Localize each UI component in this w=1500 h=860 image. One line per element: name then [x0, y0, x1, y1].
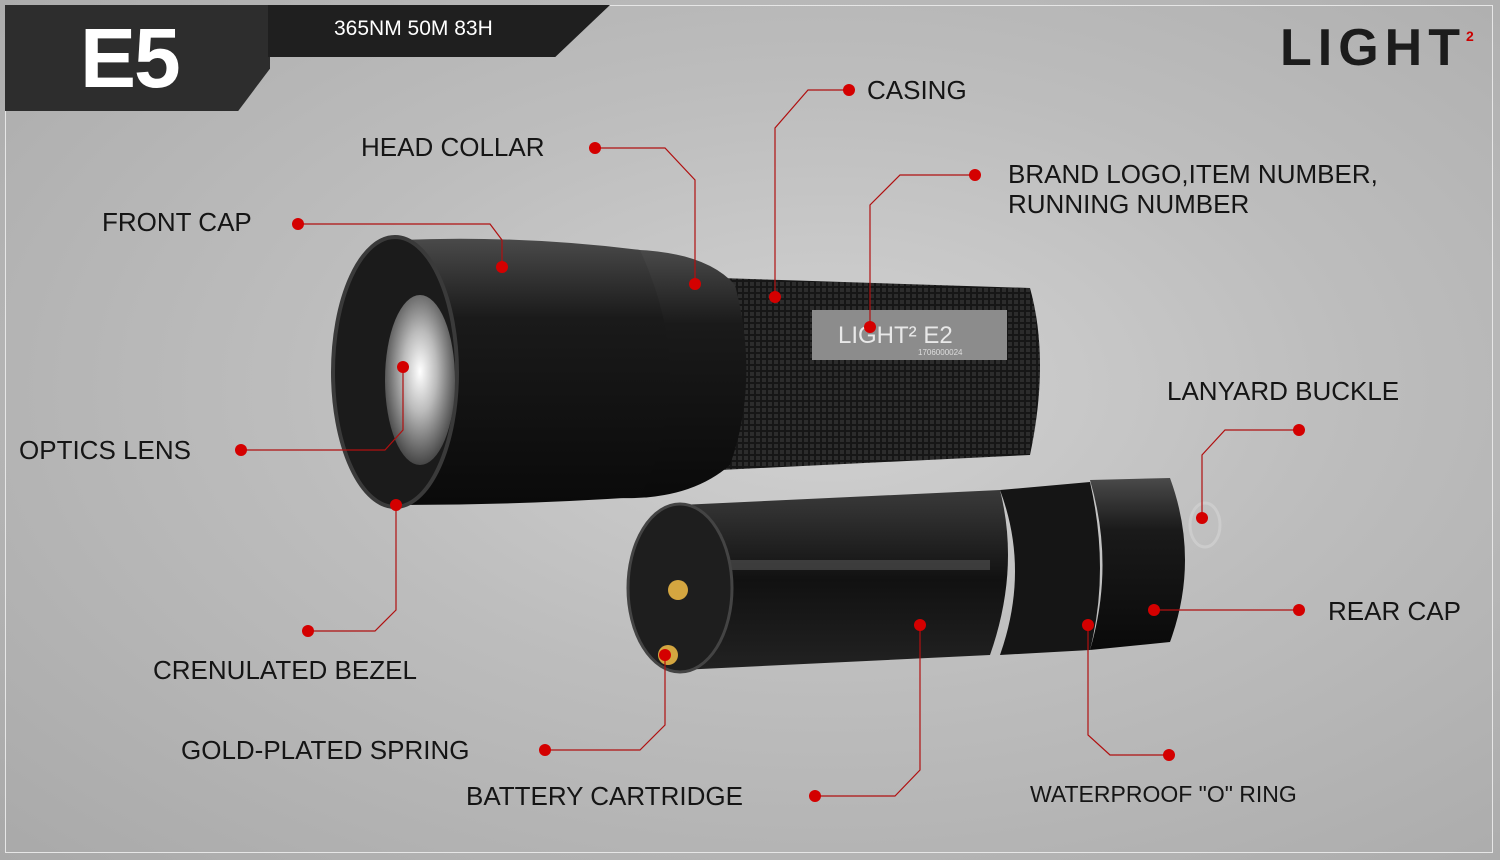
label-gold-plated-spring: GOLD-PLATED SPRING	[181, 735, 470, 765]
label-lanyard-buckle: LANYARD BUCKLE	[1167, 376, 1400, 406]
label-battery-cartridge: BATTERY CARTRIDGE	[466, 781, 743, 811]
image-frame	[5, 5, 1493, 853]
rear-cap	[1090, 478, 1185, 650]
lanyard-ring	[1188, 501, 1222, 549]
model-badge	[5, 5, 270, 111]
engraving-serial: 1706000024	[918, 348, 963, 357]
casing: LIGHT² E2 1706000024	[720, 278, 1040, 470]
front-cap	[400, 238, 670, 505]
label-crenulated-bezel: CRENULATED BEZEL	[153, 655, 417, 685]
label-rear-cap: REAR CAP	[1328, 596, 1461, 626]
leader-lines	[241, 89, 1299, 797]
engraving-brand: LIGHT² E2	[838, 322, 953, 349]
label-front-cap: FRONT CAP	[102, 207, 252, 237]
label-casing: CASING	[867, 75, 967, 105]
label-head-collar: HEAD COLLAR	[361, 132, 545, 162]
spec-text: 365NM 50M 83H	[334, 17, 493, 40]
label-brand-logo-line2: RUNNING NUMBER	[1008, 189, 1250, 219]
brand-logo: LIGHT2	[1280, 19, 1474, 77]
marker-dots	[235, 84, 1305, 802]
engraving-plate	[812, 310, 1007, 360]
label-brand-logo-line1: BRAND LOGO,ITEM NUMBER,	[1008, 159, 1378, 189]
gold-contact	[668, 580, 688, 600]
label-waterproof-o-ring: WATERPROOF "O" RING	[1030, 781, 1297, 807]
label-optics-lens: OPTICS LENS	[19, 435, 191, 465]
optics-lens	[385, 295, 455, 465]
o-ring	[1000, 482, 1100, 655]
model-name: E5	[80, 11, 181, 105]
spec-banner	[268, 5, 610, 57]
